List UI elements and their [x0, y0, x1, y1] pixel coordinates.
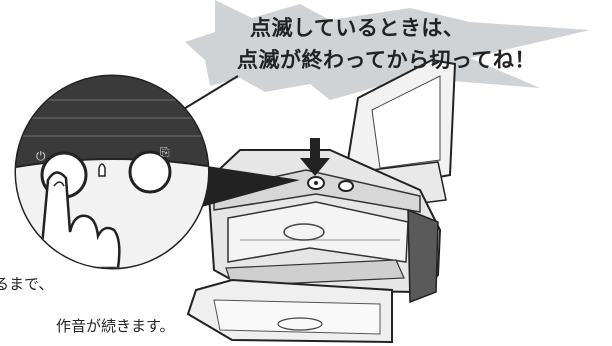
zoom-circle: ⏻ ⎘ — [14, 74, 210, 270]
indicator-lamp — [98, 163, 106, 177]
caption-line-1: るまで、 — [0, 275, 54, 293]
down-arrow-icon — [300, 138, 330, 176]
speech-burst — [185, 0, 590, 110]
callout-line-1: 点滅しているときは、 — [250, 16, 465, 40]
resume-button-illustration — [128, 150, 172, 194]
finger — [38, 171, 121, 268]
callout-line-2: 点滅が終わってから切ってね！ — [237, 48, 536, 72]
printer-buttons — [307, 176, 354, 192]
svg-text:⏻: ⏻ — [36, 149, 46, 163]
caption-line-2: 作音が続きます。 — [56, 317, 175, 335]
svg-text:⎘: ⎘ — [160, 145, 170, 159]
